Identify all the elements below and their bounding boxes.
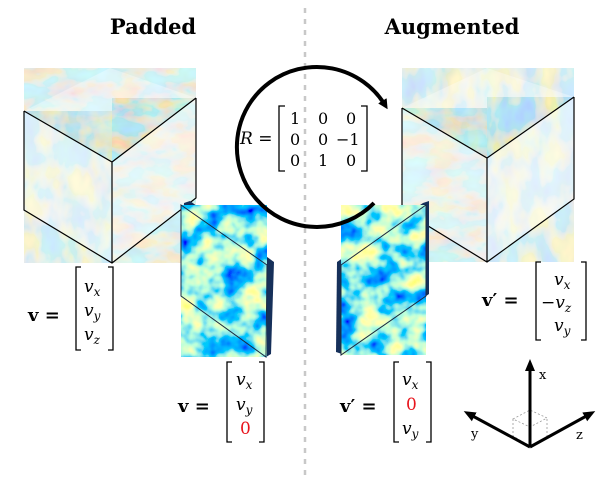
y-axis-arrow <box>463 411 531 449</box>
right-slice-field <box>341 205 426 355</box>
rotation-matrix-left-bracket <box>278 105 285 172</box>
right-cube-edges <box>401 96 575 263</box>
vector-component: vx <box>554 270 571 292</box>
z-axis-arrow <box>529 411 596 449</box>
left-velocity-cube <box>23 68 197 264</box>
vector-component: −vz <box>541 293 572 315</box>
rotation-matrix-right-bracket <box>361 105 368 172</box>
vector-label: v′ = <box>481 290 519 311</box>
title-augmented: Augmented <box>384 14 520 39</box>
matrix-cell: 0 <box>346 151 356 170</box>
velocity-vector-padded-3d: v = vx vy vz <box>27 266 114 351</box>
vector-component: vy <box>554 316 571 338</box>
matrix-cell: 0 <box>318 130 328 149</box>
left-slice-field <box>181 205 267 357</box>
left-cube-edges <box>23 97 197 264</box>
vector-component: vx <box>84 277 101 299</box>
vector-component-zero: 0 <box>406 395 417 415</box>
right-velocity-slice <box>336 201 429 356</box>
coordinate-axes: x y z <box>463 359 596 449</box>
rotation-arrow <box>234 64 388 229</box>
matrix-cell: −1 <box>336 130 360 149</box>
vector-component: vx <box>402 370 419 392</box>
vector-component: vy <box>236 395 253 417</box>
vector-component: vz <box>84 325 101 347</box>
vector-component: vy <box>84 301 101 323</box>
matrix-cell: 0 <box>318 109 328 128</box>
velocity-vector-augmented-2d: v′ = vx 0 vy <box>339 361 432 443</box>
rotation-matrix: R = 1 0 0 0 0 −1 0 1 0 <box>239 105 368 172</box>
vector-label: v = <box>27 305 60 326</box>
velocity-vector-padded-2d: v = vx vy 0 <box>177 361 265 443</box>
y-axis-label: y <box>470 427 479 442</box>
left-velocity-slice <box>180 201 274 358</box>
vector-label: v = <box>177 396 210 417</box>
matrix-cell: 1 <box>318 151 328 170</box>
vector-label: v′ = <box>339 396 377 417</box>
matrix-cell: 0 <box>346 109 356 128</box>
vector-component-zero: 0 <box>240 419 251 439</box>
vector-component: vx <box>236 370 253 392</box>
vector-component: vy <box>402 419 419 441</box>
rotation-matrix-label: R = <box>239 129 272 149</box>
x-axis-label: x <box>539 368 547 383</box>
matrix-cell: 1 <box>290 109 300 128</box>
z-axis-label: z <box>576 428 583 443</box>
matrix-cell: 0 <box>290 130 300 149</box>
title-padded: Padded <box>110 14 197 39</box>
right-velocity-cube <box>401 68 575 263</box>
matrix-cell: 0 <box>290 151 300 170</box>
velocity-vector-augmented-3d: v′ = vx −vz vy <box>481 261 587 341</box>
